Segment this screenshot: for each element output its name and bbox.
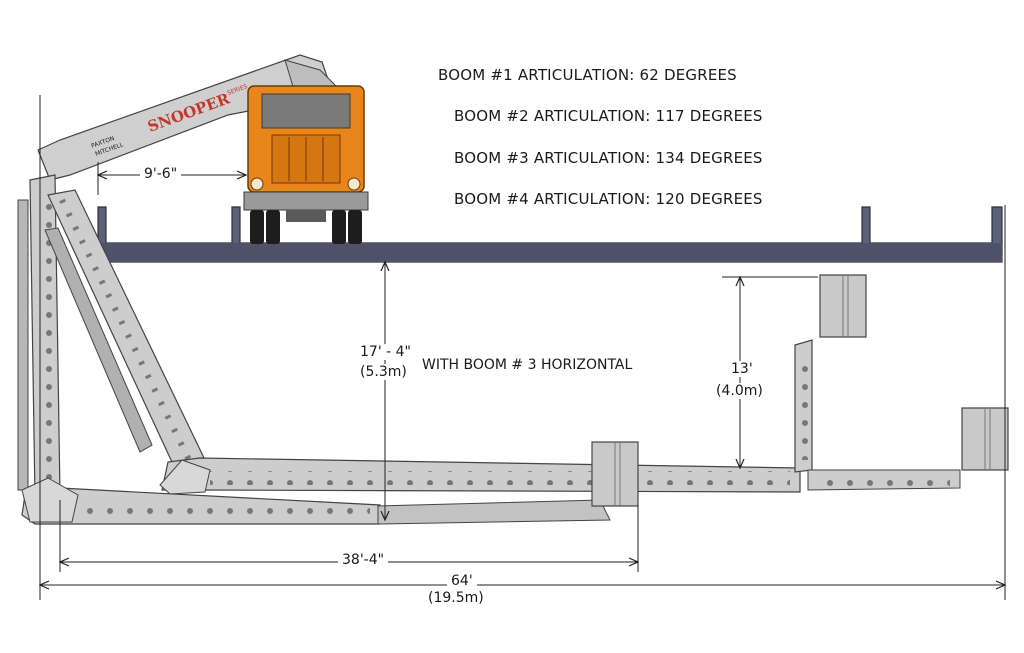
bridge-deck xyxy=(97,206,1003,263)
depth-imperial-label: 17' - 4" xyxy=(360,344,411,360)
platform-upper xyxy=(819,274,867,338)
platform-center xyxy=(591,441,639,507)
platform-right xyxy=(961,407,1009,471)
boom2-articulation: BOOM #2 ARTICULATION: 117 DEGREES xyxy=(454,107,763,125)
boom3-articulation: BOOM #3 ARTICULATION: 134 DEGREES xyxy=(454,149,763,167)
boom-1 xyxy=(44,189,206,476)
vertical-imperial-label: 13' xyxy=(731,361,753,377)
boom1-articulation: BOOM #1 ARTICULATION: 62 DEGREES xyxy=(438,66,737,84)
vertical-metric-label: (4.0m) xyxy=(716,383,763,399)
boom3-length-label: 38'-4" xyxy=(338,552,389,568)
total-imperial-label: 64' xyxy=(447,573,477,589)
boom-4 xyxy=(794,339,961,491)
boom-3 xyxy=(159,457,801,495)
truck-front xyxy=(243,85,369,244)
total-metric-label: (19.5m) xyxy=(428,590,484,606)
boom4-articulation: BOOM #4 ARTICULATION: 120 DEGREES xyxy=(454,190,763,208)
reach-to-truck-label: 9'-6" xyxy=(140,166,182,182)
depth-note-label: WITH BOOM # 3 HORIZONTAL xyxy=(422,357,633,373)
boom-2 xyxy=(17,174,61,499)
boom-lower xyxy=(21,477,611,525)
depth-metric-label: (5.3m) xyxy=(360,364,407,380)
